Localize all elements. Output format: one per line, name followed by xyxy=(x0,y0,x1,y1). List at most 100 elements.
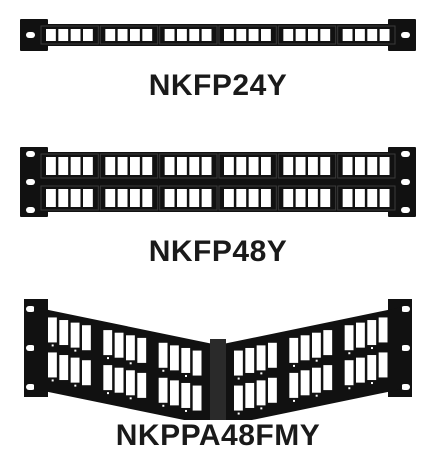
port-opening xyxy=(342,29,353,41)
port-opening xyxy=(295,189,306,207)
port-indicator xyxy=(260,372,263,375)
port-opening xyxy=(59,355,69,381)
port-opening xyxy=(142,157,153,175)
mounting-hole xyxy=(26,306,35,312)
port-opening xyxy=(378,317,388,343)
port-indicator xyxy=(260,407,263,410)
port-indicator xyxy=(74,349,77,352)
port-opening xyxy=(189,157,200,175)
port-opening xyxy=(300,335,310,361)
port-opening xyxy=(379,29,390,41)
port-opening xyxy=(177,29,187,41)
port-opening xyxy=(70,357,80,383)
port-module xyxy=(218,153,277,179)
port-indicator xyxy=(51,379,54,382)
port-opening xyxy=(192,385,202,411)
port-opening xyxy=(83,29,93,41)
port-module xyxy=(337,153,396,179)
mounting-hole xyxy=(401,345,410,351)
port-opening xyxy=(130,157,140,175)
port-opening xyxy=(367,157,378,175)
port-opening xyxy=(177,157,187,175)
port-indicator xyxy=(185,374,187,377)
port-opening xyxy=(117,29,128,41)
port-opening xyxy=(201,29,212,41)
port-opening xyxy=(201,189,212,207)
port-opening xyxy=(103,365,113,391)
port-opening xyxy=(261,189,271,207)
port-opening xyxy=(236,189,247,207)
port-module xyxy=(277,153,337,179)
port-module xyxy=(99,153,159,179)
port-opening xyxy=(312,367,321,393)
port-module xyxy=(337,25,396,45)
port-opening xyxy=(137,337,147,363)
mounting-hole xyxy=(26,32,35,38)
port-module xyxy=(218,25,277,45)
port-opening xyxy=(83,157,93,175)
port-opening xyxy=(378,352,388,378)
port-opening xyxy=(256,380,266,406)
mounting-hole xyxy=(401,306,410,312)
mounting-hole xyxy=(26,384,35,390)
port-opening xyxy=(256,345,266,371)
port-opening xyxy=(320,29,331,41)
port-indicator xyxy=(74,384,77,387)
port-opening xyxy=(58,157,69,175)
port-opening xyxy=(344,360,354,386)
port-module xyxy=(218,185,277,211)
port-opening xyxy=(105,157,116,175)
port-opening xyxy=(82,325,91,351)
port-module xyxy=(159,153,218,179)
port-opening xyxy=(236,157,247,175)
port-opening xyxy=(181,347,191,373)
port-indicator xyxy=(371,347,373,350)
port-module xyxy=(99,185,159,211)
port-opening xyxy=(164,157,175,175)
port-opening xyxy=(367,320,377,346)
mounting-hole xyxy=(401,207,410,213)
port-module xyxy=(40,25,99,45)
port-indicator xyxy=(293,399,295,402)
port-opening xyxy=(234,385,243,411)
port-indicator xyxy=(315,359,318,362)
port-opening xyxy=(356,322,365,348)
patch-panel-24-port-image xyxy=(20,19,416,51)
port-opening xyxy=(201,157,212,175)
model-label-nkfp48y: NKFP48Y xyxy=(148,235,288,268)
port-opening xyxy=(126,335,135,361)
port-opening xyxy=(248,29,259,41)
port-opening xyxy=(70,29,81,41)
port-opening xyxy=(46,29,56,41)
port-opening xyxy=(224,189,234,207)
port-opening xyxy=(379,157,390,175)
port-opening xyxy=(177,189,187,207)
port-opening xyxy=(308,157,318,175)
port-indicator xyxy=(237,412,240,415)
port-opening xyxy=(342,189,353,207)
port-opening xyxy=(355,29,365,41)
port-opening xyxy=(356,357,365,383)
port-opening xyxy=(105,29,116,41)
port-opening xyxy=(103,330,113,356)
mounting-hole xyxy=(26,179,35,185)
port-module xyxy=(337,185,396,211)
port-opening xyxy=(283,157,294,175)
port-opening xyxy=(367,189,378,207)
port-opening xyxy=(323,330,333,356)
mounting-hole xyxy=(401,384,410,390)
port-opening xyxy=(189,189,200,207)
port-opening xyxy=(245,347,255,373)
port-module xyxy=(40,153,99,179)
port-opening xyxy=(82,360,91,386)
port-opening xyxy=(83,189,93,207)
port-opening xyxy=(158,377,168,403)
port-opening xyxy=(170,380,179,406)
mounting-hole xyxy=(401,179,410,185)
port-indicator xyxy=(51,344,54,347)
port-opening xyxy=(158,342,168,368)
port-opening xyxy=(48,352,57,378)
port-opening xyxy=(117,189,128,207)
port-opening xyxy=(268,377,277,403)
port-opening xyxy=(130,29,140,41)
